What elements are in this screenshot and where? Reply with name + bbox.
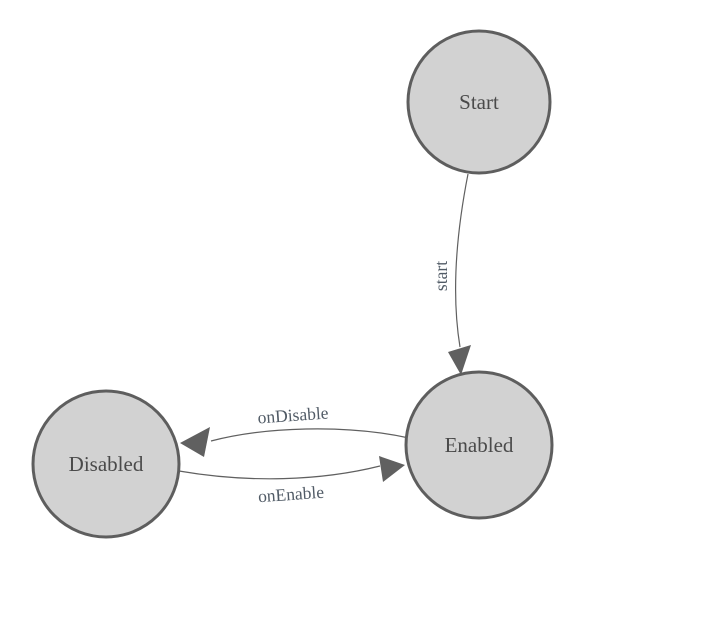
node-circle-start[interactable] xyxy=(406,29,552,175)
node-label-disabled: Disabled xyxy=(69,452,144,476)
state-node-disabled[interactable]: Disabled xyxy=(31,389,181,539)
state-node-enabled[interactable]: Enabled xyxy=(404,370,554,520)
arrowhead-icon-enabled-to-disabled xyxy=(180,427,210,457)
state-node-start[interactable]: Start xyxy=(406,29,552,175)
transition-edge-enabled-to-disabled[interactable]: onDisable xyxy=(180,403,410,457)
node-circle-disabled[interactable] xyxy=(31,389,181,539)
transition-edge-start-to-enabled[interactable]: start xyxy=(431,173,471,375)
arrowhead-icon-disabled-to-enabled xyxy=(379,456,405,482)
edge-line-disabled-to-enabled[interactable] xyxy=(178,465,381,480)
node-label-start: Start xyxy=(459,90,499,114)
edge-line-enabled-to-disabled[interactable] xyxy=(210,428,410,442)
transition-edge-disabled-to-enabled[interactable]: onEnable xyxy=(178,456,405,507)
node-circle-enabled[interactable] xyxy=(404,370,554,520)
arrowhead-icon-start-to-enabled xyxy=(448,345,471,375)
node-label-enabled: Enabled xyxy=(445,433,514,457)
edge-line-start-to-enabled[interactable] xyxy=(455,173,469,348)
edge-label-start-to-enabled: start xyxy=(431,261,451,291)
edge-label-disabled-to-enabled: onEnable xyxy=(257,482,325,507)
edge-label-enabled-to-disabled: onDisable xyxy=(257,403,329,428)
